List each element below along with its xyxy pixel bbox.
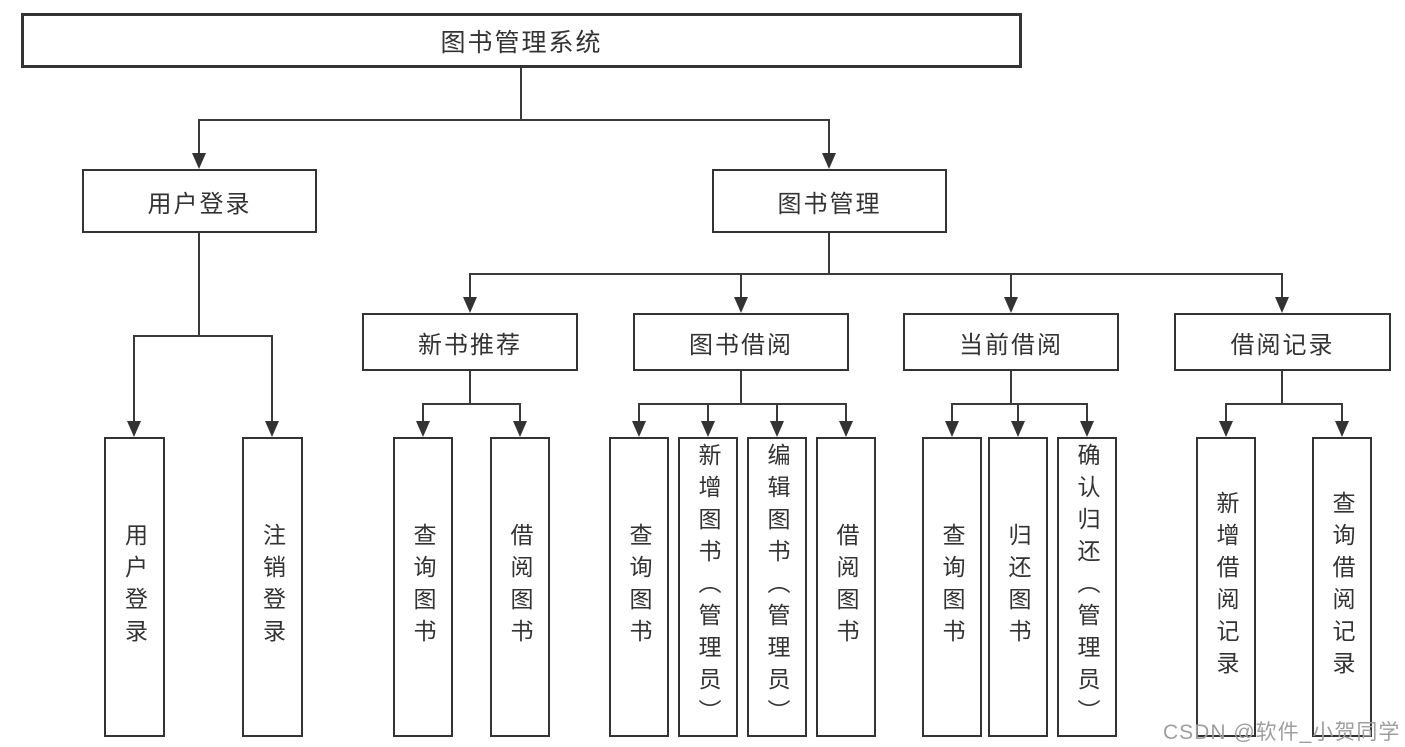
- connector-line: [951, 403, 1088, 405]
- connector-line: [1281, 371, 1283, 404]
- arrow-down-icon: [734, 297, 748, 313]
- arrow-down-icon: [770, 421, 784, 437]
- leaf-edit-book-admin: 编辑图书（管理员）: [747, 437, 807, 737]
- connector-line: [133, 335, 273, 337]
- arrow-down-icon: [945, 421, 959, 437]
- connector-line: [198, 119, 200, 155]
- connector-line: [740, 371, 742, 404]
- csdn-watermark: CSDN @软件_小贺同学: [1163, 721, 1401, 744]
- connector-line: [638, 403, 640, 423]
- connector-line: [1086, 403, 1088, 423]
- arrow-down-icon: [265, 421, 279, 437]
- arrow-down-icon: [463, 297, 477, 313]
- connector-line: [828, 119, 830, 155]
- node-book-borrowing: 图书借阅: [633, 313, 849, 371]
- connector-line: [133, 335, 135, 423]
- arrow-down-icon: [127, 421, 141, 437]
- node-library-management-system: 图书管理系统: [21, 13, 1022, 68]
- connector-line: [1017, 403, 1019, 423]
- arrow-down-icon: [1080, 421, 1094, 437]
- leaf-query-book-recommend: 查询图书: [393, 437, 453, 737]
- leaf-borrow-book: 借阅图书: [816, 437, 876, 737]
- arrow-down-icon: [1275, 297, 1289, 313]
- arrow-down-icon: [513, 421, 527, 437]
- connector-line: [469, 273, 471, 299]
- connector-line: [198, 119, 830, 121]
- node-borrow-records: 借阅记录: [1174, 313, 1391, 371]
- leaf-query-book-borrowing: 查询图书: [609, 437, 669, 737]
- arrow-down-icon: [1011, 421, 1025, 437]
- node-current-borrowing: 当前借阅: [903, 313, 1119, 371]
- connector-line: [1281, 273, 1283, 299]
- leaf-logout: 注销登录: [242, 437, 303, 737]
- connector-line: [422, 403, 521, 405]
- leaf-query-book-current: 查询图书: [922, 437, 982, 737]
- leaf-query-borrow-record: 查询借阅记录: [1312, 437, 1372, 737]
- connector-line: [271, 335, 273, 423]
- connector-line: [1341, 403, 1343, 423]
- connector-line: [845, 403, 847, 423]
- connector-line: [951, 403, 953, 423]
- arrow-down-icon: [632, 421, 646, 437]
- leaf-user-login: 用户登录: [104, 437, 165, 737]
- arrow-down-icon: [839, 421, 853, 437]
- node-new-book-recommend: 新书推荐: [362, 313, 578, 371]
- leaf-confirm-return-admin: 确认归还（管理员）: [1057, 437, 1117, 737]
- connector-line: [828, 233, 830, 274]
- connector-line: [1010, 273, 1012, 299]
- connector-line: [198, 233, 200, 336]
- leaf-add-borrow-record: 新增借阅记录: [1196, 437, 1256, 737]
- connector-line: [520, 68, 522, 120]
- node-user-login: 用户登录: [82, 169, 317, 233]
- leaf-borrow-book-recommend: 借阅图书: [490, 437, 550, 737]
- connector-line: [519, 403, 521, 423]
- arrow-down-icon: [822, 153, 836, 169]
- arrow-down-icon: [192, 153, 206, 169]
- node-book-management: 图书管理: [712, 169, 947, 233]
- leaf-add-book-admin: 新增图书（管理员）: [678, 437, 738, 737]
- leaf-return-book: 归还图书: [988, 437, 1048, 737]
- connector-line: [707, 403, 709, 423]
- connector-line: [469, 371, 471, 404]
- connector-line: [1225, 403, 1343, 405]
- arrow-down-icon: [1219, 421, 1233, 437]
- connector-line: [776, 403, 778, 423]
- connector-line: [638, 403, 847, 405]
- connector-line: [469, 273, 1283, 275]
- connector-line: [422, 403, 424, 423]
- connector-line: [740, 273, 742, 299]
- arrow-down-icon: [1335, 421, 1349, 437]
- arrow-down-icon: [1004, 297, 1018, 313]
- connector-line: [1225, 403, 1227, 423]
- arrow-down-icon: [416, 421, 430, 437]
- connector-line: [1010, 371, 1012, 404]
- arrow-down-icon: [701, 421, 715, 437]
